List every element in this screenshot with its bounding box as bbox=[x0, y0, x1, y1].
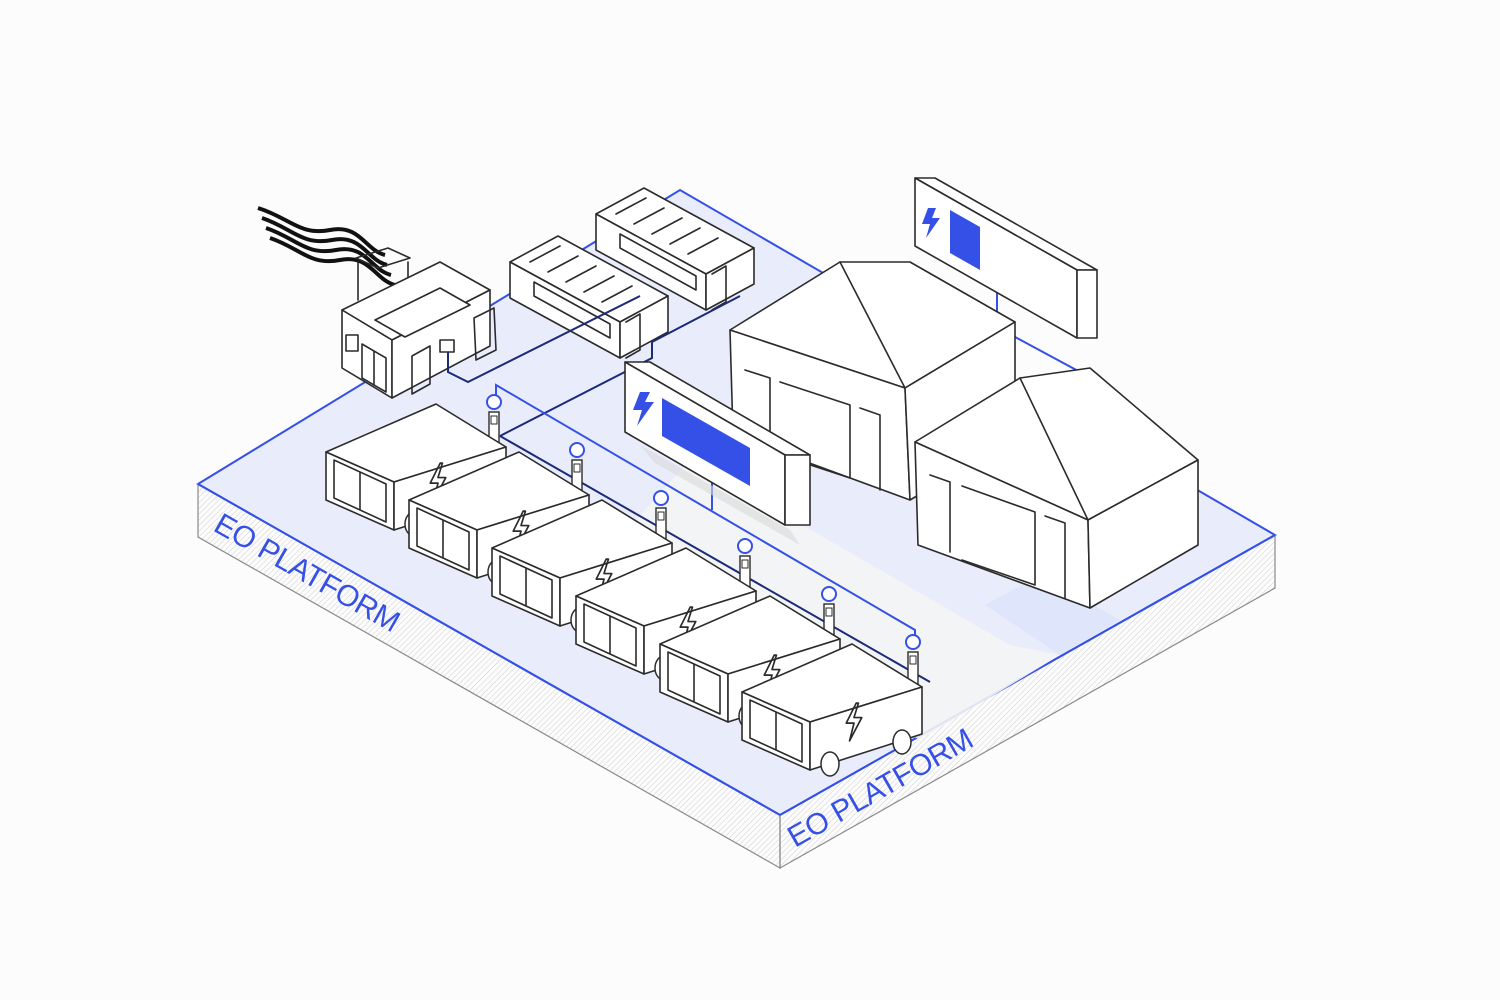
substation-building bbox=[341, 261, 497, 399]
power-cables-icon bbox=[257, 206, 411, 301]
cooling-unit-2 bbox=[595, 187, 755, 311]
charge-display-front bbox=[624, 361, 811, 545]
connection-node bbox=[569, 442, 585, 458]
charge-display-back bbox=[914, 177, 1098, 339]
cooling-unit-1 bbox=[509, 235, 669, 359]
charger-station bbox=[905, 634, 921, 685]
connection-node bbox=[653, 490, 669, 506]
connection-node bbox=[905, 634, 921, 650]
connection-node bbox=[821, 586, 837, 602]
driveway bbox=[985, 575, 1120, 655]
warehouse-front bbox=[914, 367, 1199, 609]
lightning-bolt-icon bbox=[633, 392, 654, 426]
charger-station bbox=[821, 586, 837, 637]
connection-node bbox=[737, 538, 753, 554]
electric-truck bbox=[741, 643, 923, 777]
connection-node bbox=[486, 394, 502, 410]
lightning-bolt-icon bbox=[922, 208, 940, 238]
truck-fleet bbox=[325, 394, 923, 777]
